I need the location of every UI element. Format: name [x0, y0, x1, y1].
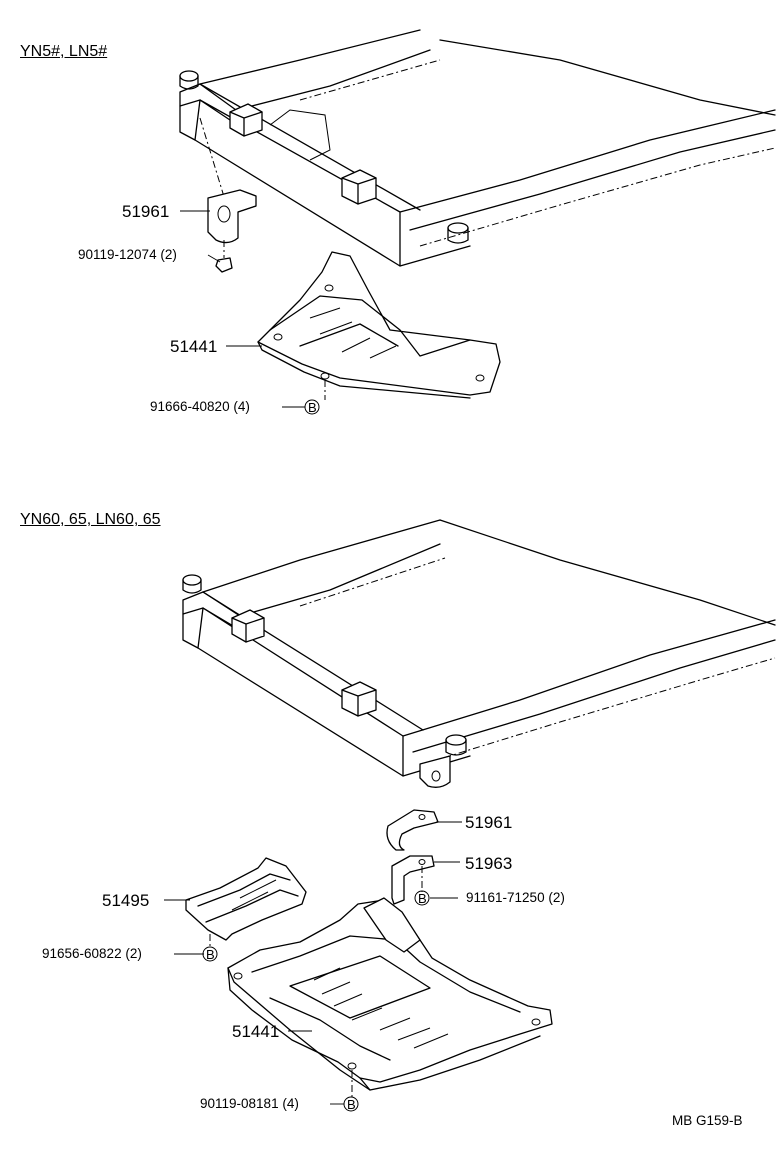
marker-b-4: B: [347, 1097, 356, 1112]
bolt-90119-12074: [215, 240, 233, 273]
leaders-bottom: [164, 821, 462, 1105]
bracket-51961-bottom: [386, 809, 439, 851]
figure-code: MB G159-B: [672, 1113, 743, 1128]
part-number-90119-08181: 90119-08181 (4): [200, 1096, 299, 1111]
part-number-51961-top: 51961: [122, 202, 170, 221]
frame-top: [179, 29, 776, 267]
part-number-90119-12074: 90119-12074 (2): [78, 247, 177, 262]
section-heading-yn60: YN60, 65, LN60, 65: [20, 511, 161, 528]
part-number-51961-bottom: 51961: [465, 813, 513, 832]
leaders-top: [180, 210, 305, 408]
part-number-51495: 51495: [102, 891, 150, 910]
marker-b-2: B: [418, 891, 427, 906]
skid-plate-51441-top: [257, 251, 501, 400]
marker-b-symbols: [202, 399, 430, 1112]
part-number-51441-bottom: 51441: [232, 1022, 280, 1041]
part-number-51441-top: 51441: [170, 337, 218, 356]
skid-plate-51441-bottom: [227, 897, 553, 1100]
bracket-51963: [391, 855, 435, 905]
marker-b-3: B: [206, 947, 215, 962]
part-number-51963: 51963: [465, 854, 513, 873]
part-number-91656-60822: 91656-60822 (2): [42, 946, 142, 961]
marker-b-1: B: [308, 400, 317, 415]
bracket-51961-top: [207, 189, 257, 244]
frame-bottom: [182, 519, 776, 788]
heat-shield-51495: [185, 857, 307, 946]
section-heading-yn5: YN5#, LN5#: [20, 43, 108, 60]
part-number-91161-71250: 91161-71250 (2): [466, 890, 565, 905]
part-number-91666-40820: 91666-40820 (4): [150, 399, 250, 414]
